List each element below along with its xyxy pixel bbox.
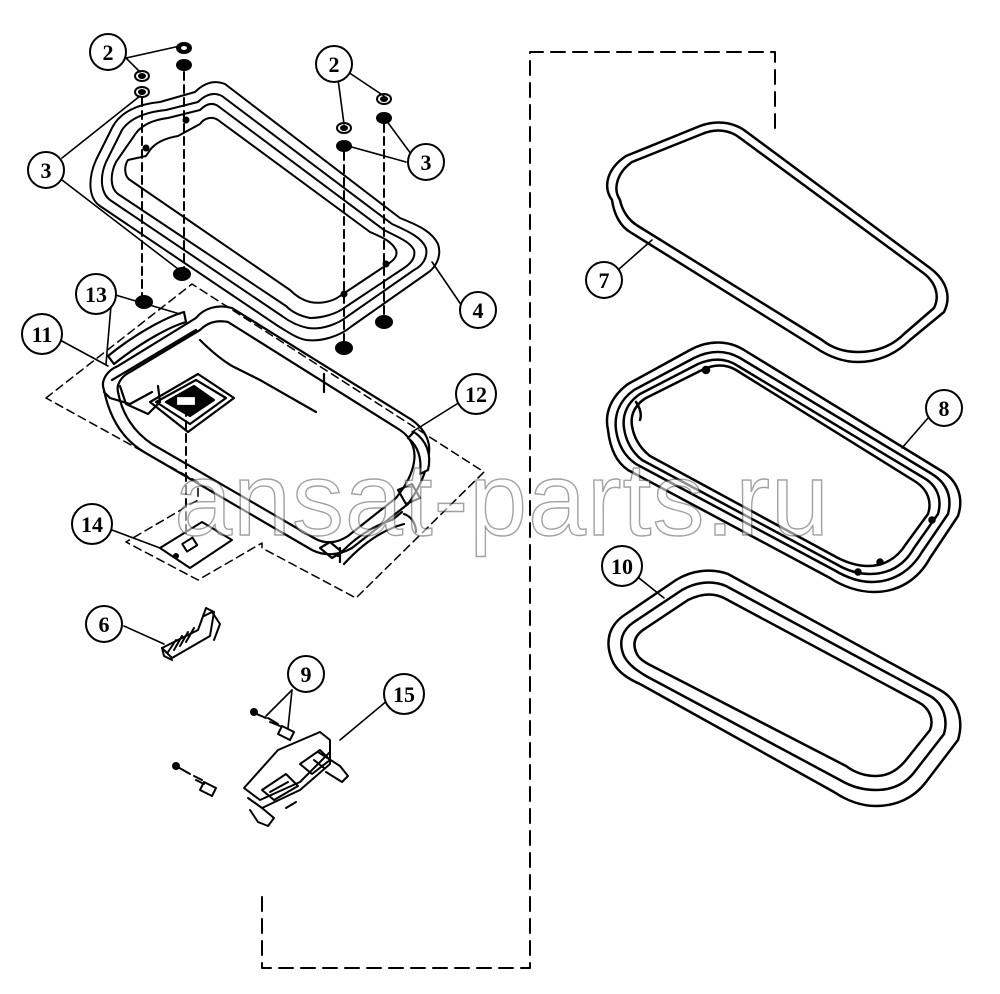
svg-text:2: 2	[103, 40, 114, 65]
part-11-housing	[101, 305, 431, 566]
callout-4: 4	[459, 291, 497, 329]
svg-text:9: 9	[301, 662, 312, 687]
callout-2a: 2	[89, 33, 127, 71]
svg-text:6: 6	[99, 612, 110, 637]
callout-10: 10	[601, 545, 643, 587]
svg-text:12: 12	[465, 382, 487, 407]
callout-14: 14	[71, 503, 113, 545]
part-8-seal-frame	[605, 341, 962, 594]
callout-6: 6	[85, 605, 123, 643]
svg-text:2: 2	[329, 52, 340, 77]
svg-text:15: 15	[393, 682, 415, 707]
svg-text:11: 11	[32, 322, 53, 347]
callout-15: 15	[383, 673, 425, 715]
svg-text:7: 7	[599, 268, 610, 293]
callout-9: 9	[287, 655, 325, 693]
svg-text:8: 8	[939, 396, 950, 421]
callout-7: 7	[585, 261, 623, 299]
callout-2b: 2	[315, 45, 353, 83]
part-11-housing-outline	[45, 283, 485, 599]
part-15-latch-handle	[243, 731, 349, 827]
svg-text:14: 14	[81, 512, 103, 537]
part-9-screws	[172, 708, 295, 797]
part-14-plate	[159, 521, 233, 569]
svg-text:3: 3	[41, 158, 52, 183]
callout-8: 8	[925, 389, 963, 427]
part-2-3-fasteners	[134, 42, 393, 355]
callout-11: 11	[21, 313, 63, 355]
callout-3a: 3	[27, 151, 65, 189]
svg-text:10: 10	[611, 554, 633, 579]
svg-text:3: 3	[421, 150, 432, 175]
part-10-lower-seal	[607, 569, 962, 808]
part-4-outer-frame	[89, 81, 441, 342]
svg-text:13: 13	[85, 282, 107, 307]
part-6-spring-clip	[161, 607, 221, 661]
callout-13: 13	[75, 273, 117, 315]
svg-text:4: 4	[473, 298, 484, 323]
part-7-glass-panel	[606, 121, 949, 364]
assembly-bracket	[261, 51, 776, 969]
callout-3b: 3	[407, 143, 445, 181]
callout-12: 12	[455, 373, 497, 415]
